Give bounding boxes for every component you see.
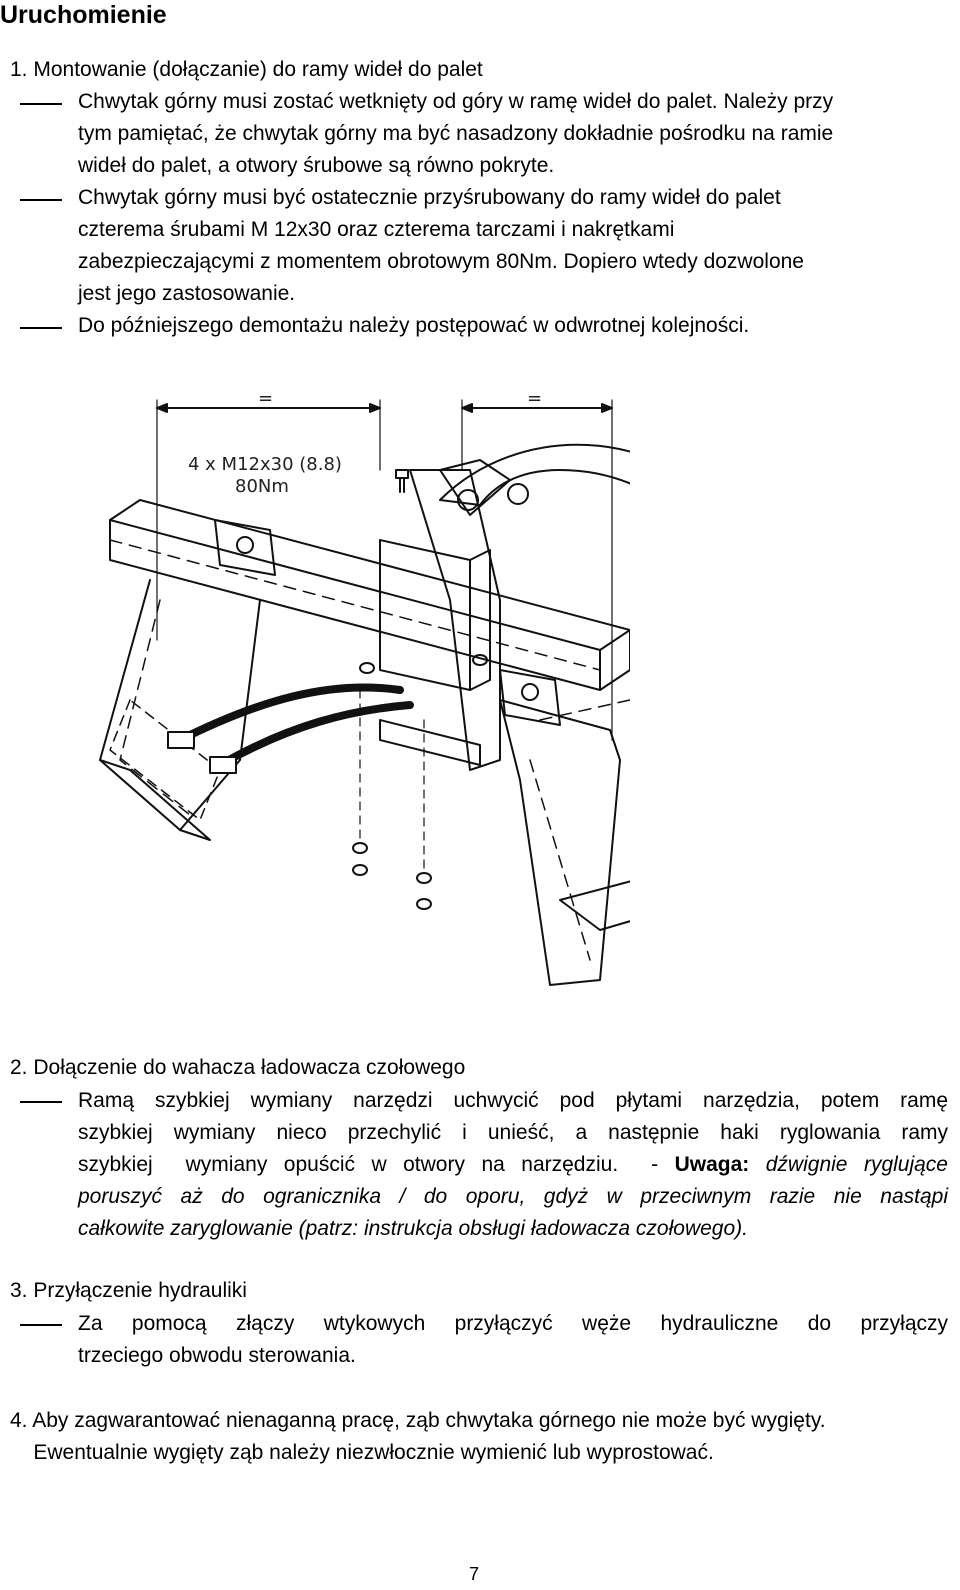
text-line: Chwytak górny musi zostać wetknięty od g…: [78, 90, 834, 113]
section-3-body: Za pomocą złączy wtykowych przyłączyć wę…: [78, 1308, 948, 1372]
text-fragment: dźwignie ryglujące: [749, 1153, 948, 1176]
text-line: Chwytak górny musi być ostatecznie przyś…: [78, 186, 781, 209]
bullet-dash: [20, 1324, 62, 1326]
text-line: szybkiej wymiany nieco przechylić i unie…: [78, 1121, 948, 1144]
italic-text: całkowite zaryglowanie (patrz: instrukcj…: [78, 1217, 748, 1240]
bullet-dash: [20, 103, 62, 105]
section-1-item-2: Chwytak górny musi być ostatecznie przyś…: [78, 182, 948, 310]
torque-label: 80Nm: [235, 476, 289, 497]
bullet-dash: [20, 1101, 62, 1103]
section-3-heading: 3. Przyłączenie hydrauliki: [10, 1279, 247, 1302]
fork-grapple-mounting-drawing: = = 4 x M12x30 (8.8) 80Nm: [99, 388, 630, 986]
section-1-item-3: Do późniejszego demontażu należy postępo…: [78, 310, 948, 342]
text-line: 4. Aby zagwarantować nienaganną pracę, z…: [10, 1409, 826, 1432]
text-line: poruszyć aż do ogranicznika / do oporu, …: [78, 1181, 948, 1213]
text-line: całkowite zaryglowanie (patrz: instrukcj…: [78, 1213, 948, 1245]
bolt-spec-label: 4 x M12x30 (8.8): [188, 454, 342, 475]
section-1-heading: 1. Montowanie (dołączanie) do ramy wideł…: [10, 58, 483, 81]
text-line: Za pomocą złączy wtykowych przyłączyć wę…: [78, 1312, 948, 1335]
page-number: 7: [468, 1564, 479, 1584]
bullet-dash: [20, 199, 62, 201]
warning-label: Uwaga:: [674, 1153, 750, 1176]
dimension-equal-left: =: [258, 388, 273, 409]
text-line: jest jego zastosowanie.: [78, 282, 296, 305]
text-line-with-warning: szybkiej wymiany opuścić w otwory na nar…: [78, 1149, 948, 1181]
text-line: zabezpieczającymi z momentem obrotowym 8…: [78, 250, 804, 273]
text-line: czterema śrubami M 12x30 oraz czterema t…: [78, 218, 675, 241]
text-line: Ewentualnie wygięty ząb należy niezwłocz…: [10, 1441, 714, 1464]
dimension-equal-right: =: [527, 388, 542, 409]
text-line: wideł do palet, a otwory śrubowe są równ…: [78, 154, 555, 177]
text-line: Ramą szybkiej wymiany narzędzi uchwycić …: [78, 1089, 948, 1112]
text-line: tym pamiętać, że chwytak górny ma być na…: [78, 122, 834, 145]
section-2-body: Ramą szybkiej wymiany narzędzi uchwycić …: [78, 1085, 948, 1245]
section-1-item-1: Chwytak górny musi zostać wetknięty od g…: [78, 86, 948, 182]
bullet-dash: [20, 327, 62, 329]
text-line: Do późniejszego demontażu należy postępo…: [78, 314, 750, 337]
page-title: Uruchomienie: [0, 1, 167, 29]
section-4-paragraph: 4. Aby zagwarantować nienaganną pracę, z…: [10, 1405, 950, 1469]
text-fragment: szybkiej wymiany opuścić w otwory na nar…: [78, 1153, 675, 1176]
italic-text: poruszyć aż do ogranicznika / do oporu, …: [78, 1185, 948, 1208]
section-2-heading: 2. Dołączenie do wahacza ładowacza czoło…: [10, 1056, 466, 1079]
text-line: trzeciego obwodu sterowania.: [78, 1344, 356, 1367]
